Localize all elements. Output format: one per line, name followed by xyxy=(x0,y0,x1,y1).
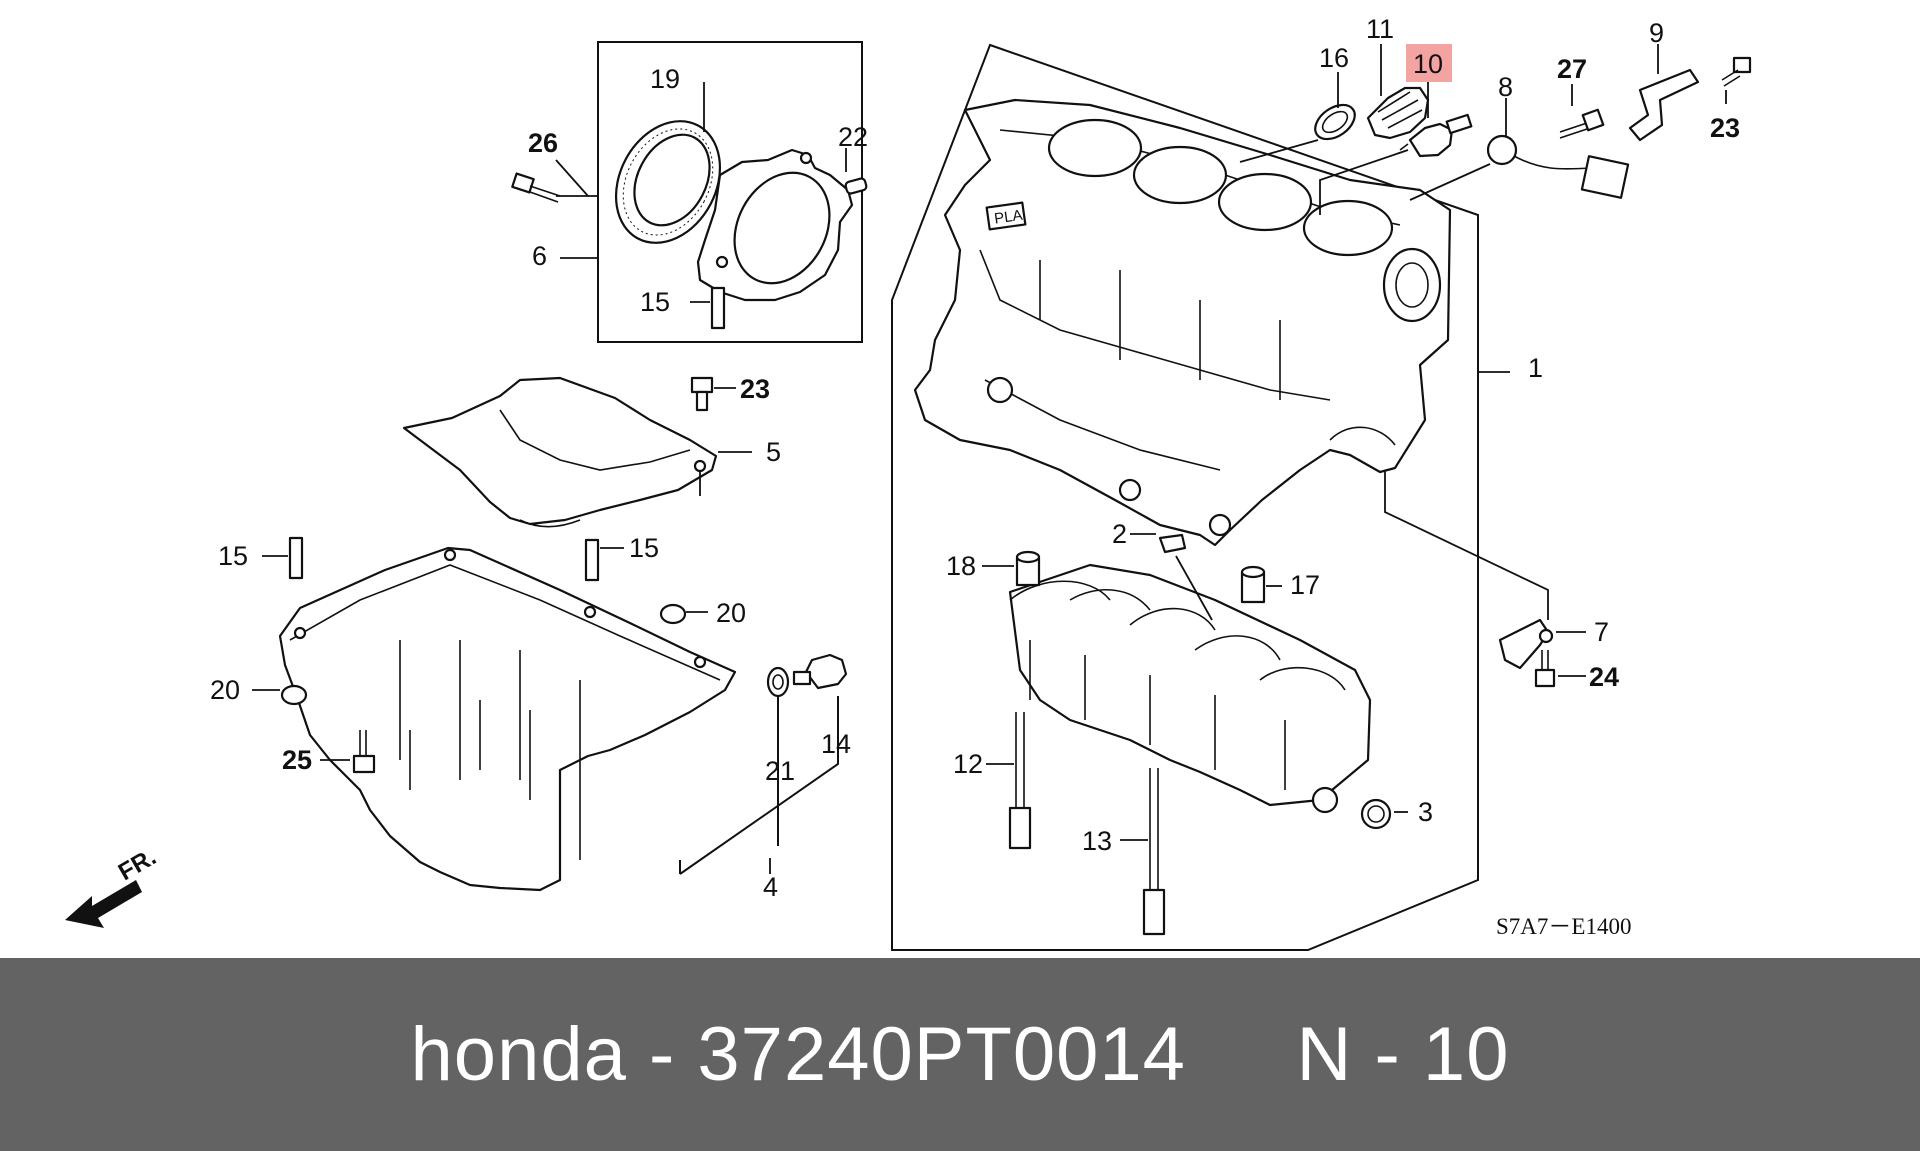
seal-group-box xyxy=(597,41,863,343)
ring-16 xyxy=(1314,103,1356,141)
parts-diagram: PLA xyxy=(65,14,1752,951)
callout-15-top[interactable]: 15 xyxy=(640,287,670,317)
callout-7[interactable]: 7 xyxy=(1594,617,1609,647)
diagram-code: S7A7－E1400 xyxy=(1496,914,1631,939)
callout-23-right[interactable]: 23 xyxy=(1710,113,1740,143)
oil-seal-19 xyxy=(614,120,722,244)
knock-sensor-8 xyxy=(1486,134,1630,199)
block-group-box xyxy=(891,43,1479,951)
callout-17[interactable]: 17 xyxy=(1290,570,1320,600)
dowel-17 xyxy=(1240,565,1266,604)
callout-14[interactable]: 14 xyxy=(821,729,851,759)
callout-25[interactable]: 25 xyxy=(282,745,312,775)
oil-pan-4 xyxy=(278,546,737,892)
callout-22[interactable]: 22 xyxy=(838,122,868,152)
callout-4[interactable]: 4 xyxy=(763,872,778,902)
callout-20-left[interactable]: 20 xyxy=(210,675,240,705)
callout-19[interactable]: 19 xyxy=(650,64,680,94)
callout-21[interactable]: 21 xyxy=(765,756,795,786)
nut-20-upper xyxy=(659,603,687,625)
part-number-caption: honda - 37240PT0014 N - 10 xyxy=(410,1012,1510,1097)
washer-21 xyxy=(766,666,790,698)
bolt-23-right xyxy=(1721,56,1752,87)
footer-bar: honda - 37240PT0014 N - 10 xyxy=(0,958,1920,1151)
callout-18[interactable]: 18 xyxy=(946,551,976,581)
callout-3[interactable]: 3 xyxy=(1418,797,1433,827)
callout-13[interactable]: 13 xyxy=(1082,826,1112,856)
callout-16[interactable]: 16 xyxy=(1319,43,1349,73)
cylinder-block-1: PLA xyxy=(913,98,1452,547)
plug-3 xyxy=(1360,798,1392,830)
callout-1[interactable]: 1 xyxy=(1528,353,1543,383)
callout-5[interactable]: 5 xyxy=(766,437,781,467)
parts-diagram-svg: PLA xyxy=(65,14,1752,951)
front-arrow-label: FR. xyxy=(114,843,161,886)
callout-20-right[interactable]: 20 xyxy=(716,598,746,628)
oil-pressure-switch-10 xyxy=(1399,113,1473,158)
bolt-26 xyxy=(511,172,561,203)
stud-15-top xyxy=(710,286,726,330)
callout-2[interactable]: 2 xyxy=(1112,519,1127,549)
front-arrow-icon: FR. xyxy=(65,843,161,928)
bolt-13 xyxy=(1142,768,1166,936)
callout-10-highlight xyxy=(1406,44,1452,82)
nut-20-lower xyxy=(280,684,308,706)
bolt-24 xyxy=(1534,650,1556,688)
baffle-plate-5 xyxy=(402,376,718,528)
callout-15-right[interactable]: 15 xyxy=(629,533,659,563)
callout-12[interactable]: 12 xyxy=(953,749,983,779)
callout-11[interactable]: 11 xyxy=(1366,14,1394,44)
bearing-cap-assembly xyxy=(1008,563,1372,814)
callout-27[interactable]: 27 xyxy=(1557,54,1587,84)
bolt-27 xyxy=(1559,108,1605,139)
screen-11 xyxy=(1366,86,1430,140)
callout-9[interactable]: 9 xyxy=(1649,18,1664,48)
callout-26[interactable]: 26 xyxy=(528,128,558,158)
bolt-25 xyxy=(352,730,376,774)
plug-2 xyxy=(1158,533,1187,554)
bolt-12 xyxy=(1008,712,1032,850)
dowel-18 xyxy=(1015,550,1041,587)
block-casting-label: PLA xyxy=(993,207,1023,228)
seal-case-6 xyxy=(696,148,854,302)
bracket-7 xyxy=(1498,618,1554,670)
dowel-22 xyxy=(844,177,868,195)
callout-8[interactable]: 8 xyxy=(1498,72,1513,102)
callout-23-left[interactable]: 23 xyxy=(740,374,770,404)
callout-15-left[interactable]: 15 xyxy=(218,541,248,571)
stud-15-pan-right xyxy=(584,538,600,582)
bolt-23-left xyxy=(690,376,714,412)
stud-15-pan-left xyxy=(288,536,304,580)
callout-24[interactable]: 24 xyxy=(1589,662,1619,692)
callout-10[interactable]: 10 xyxy=(1413,49,1443,79)
callout-6[interactable]: 6 xyxy=(532,241,547,271)
drain-bolt-14 xyxy=(792,653,848,690)
bracket-9 xyxy=(1628,68,1700,142)
